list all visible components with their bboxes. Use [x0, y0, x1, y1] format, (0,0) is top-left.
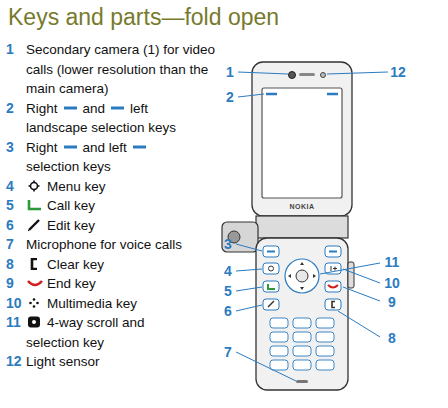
item-label: left: [130, 101, 148, 116]
bar-icon: [62, 102, 79, 114]
item-label: Edit key: [47, 218, 95, 233]
leader-lines: [236, 72, 388, 381]
item-text: 4-way scroll and selection key: [26, 313, 220, 352]
lower-body: [256, 238, 348, 390]
item-label: Clear key: [47, 257, 104, 272]
callout-number: 3: [216, 236, 240, 252]
callout-number: 10: [380, 275, 404, 291]
menu-icon: [26, 180, 43, 192]
item-text: Right and left landscape selection keys: [26, 99, 220, 138]
callout-number: 8: [380, 330, 404, 346]
item-label: Secondary camera (1) for video calls (lo…: [26, 42, 215, 96]
item-text: Multimedia key: [26, 294, 220, 314]
item-text: Light sensor: [26, 352, 220, 372]
navigation-key: [285, 259, 319, 293]
item-number: 2: [6, 99, 14, 119]
list-item: 4 Menu key: [6, 177, 220, 197]
item-label: selection keys: [26, 159, 111, 174]
landscape-key: [266, 93, 277, 96]
item-label: Call key: [47, 198, 95, 213]
list-item: 3 Right and left selection keys: [6, 138, 220, 177]
item-label: and: [83, 101, 106, 116]
callout-number: 4: [216, 263, 240, 279]
bar-icon: [131, 141, 148, 153]
item-number: 6: [6, 216, 14, 236]
item-label: Right: [26, 140, 58, 155]
bar-icon: [62, 141, 79, 153]
item-text: Right and left selection keys: [26, 138, 220, 177]
callout-number: 12: [386, 64, 410, 80]
call-icon: [26, 199, 43, 211]
display: [262, 88, 342, 198]
item-text: Microphone for voice calls: [26, 235, 220, 255]
item-number: 10: [6, 294, 22, 314]
item-label: 4-way scroll and: [47, 315, 145, 330]
item-text: Clear key: [26, 255, 220, 275]
item-label: Microphone for voice calls: [26, 237, 182, 252]
item-text: Menu key: [26, 177, 220, 197]
item-number: 11: [6, 313, 21, 333]
callout-number: 11: [380, 254, 404, 270]
mm-icon: [26, 297, 43, 309]
callout-number: 2: [218, 89, 242, 105]
item-label: selection key: [26, 335, 104, 350]
item-label: Multimedia key: [47, 296, 137, 311]
item-number: 8: [6, 255, 14, 275]
item-text: Call key: [26, 196, 220, 216]
secondary-camera: [289, 72, 296, 79]
nav-icon: [26, 316, 43, 328]
list-item: 11 4-way scroll and selection key: [6, 313, 220, 352]
list-item: 6 Edit key: [6, 216, 220, 236]
item-number: 5: [6, 196, 14, 216]
flip-cover: [252, 62, 352, 216]
list-item: 7 Microphone for voice calls: [6, 235, 220, 255]
item-label: and left: [83, 140, 127, 155]
list-item: 2 Right and left landscape selection keys: [6, 99, 220, 138]
list-item: 9 End key: [6, 274, 220, 294]
item-number: 1: [6, 40, 14, 60]
side-key: [348, 262, 354, 288]
item-text: End key: [26, 274, 220, 294]
hinge: [256, 216, 348, 238]
callout-number: 6: [216, 303, 240, 319]
item-text: Edit key: [26, 216, 220, 236]
item-label: Light sensor: [26, 354, 100, 369]
list-item: 8 Clear key: [6, 255, 220, 275]
earpiece: [299, 73, 315, 76]
brand-name: NOKIA: [282, 203, 322, 211]
bar-icon: [109, 102, 126, 114]
item-label: Right: [26, 101, 58, 116]
callout-number: 7: [216, 344, 240, 360]
end-icon: [26, 277, 43, 289]
item-number: 9: [6, 274, 14, 294]
item-number: 7: [6, 235, 14, 255]
item-label: landscape selection keys: [26, 120, 176, 135]
callout-number: 1: [218, 64, 242, 80]
callout-number: 9: [380, 294, 404, 310]
landscape-key: [327, 93, 338, 96]
list-item: 10 Multimedia key: [6, 294, 220, 314]
list-item: 1 Secondary camera (1) for video calls (l…: [6, 40, 220, 99]
light-sensor: [321, 73, 326, 78]
edit-icon: [26, 219, 43, 231]
item-number: 3: [6, 138, 14, 158]
item-label: Menu key: [47, 179, 106, 194]
item-label: End key: [47, 276, 96, 291]
microphone: [296, 380, 308, 383]
clear-icon: [26, 258, 43, 270]
item-number: 12: [6, 352, 22, 372]
diagram-title: Keys and parts—fold open: [8, 4, 279, 31]
list-item: 5 Call key: [6, 196, 220, 216]
item-text: Secondary camera (1) for video calls (lo…: [26, 40, 220, 99]
item-number: 4: [6, 177, 14, 197]
number-keys: [270, 318, 334, 370]
list-item: 12 Light sensor: [6, 352, 220, 372]
callout-number: 5: [216, 283, 240, 299]
